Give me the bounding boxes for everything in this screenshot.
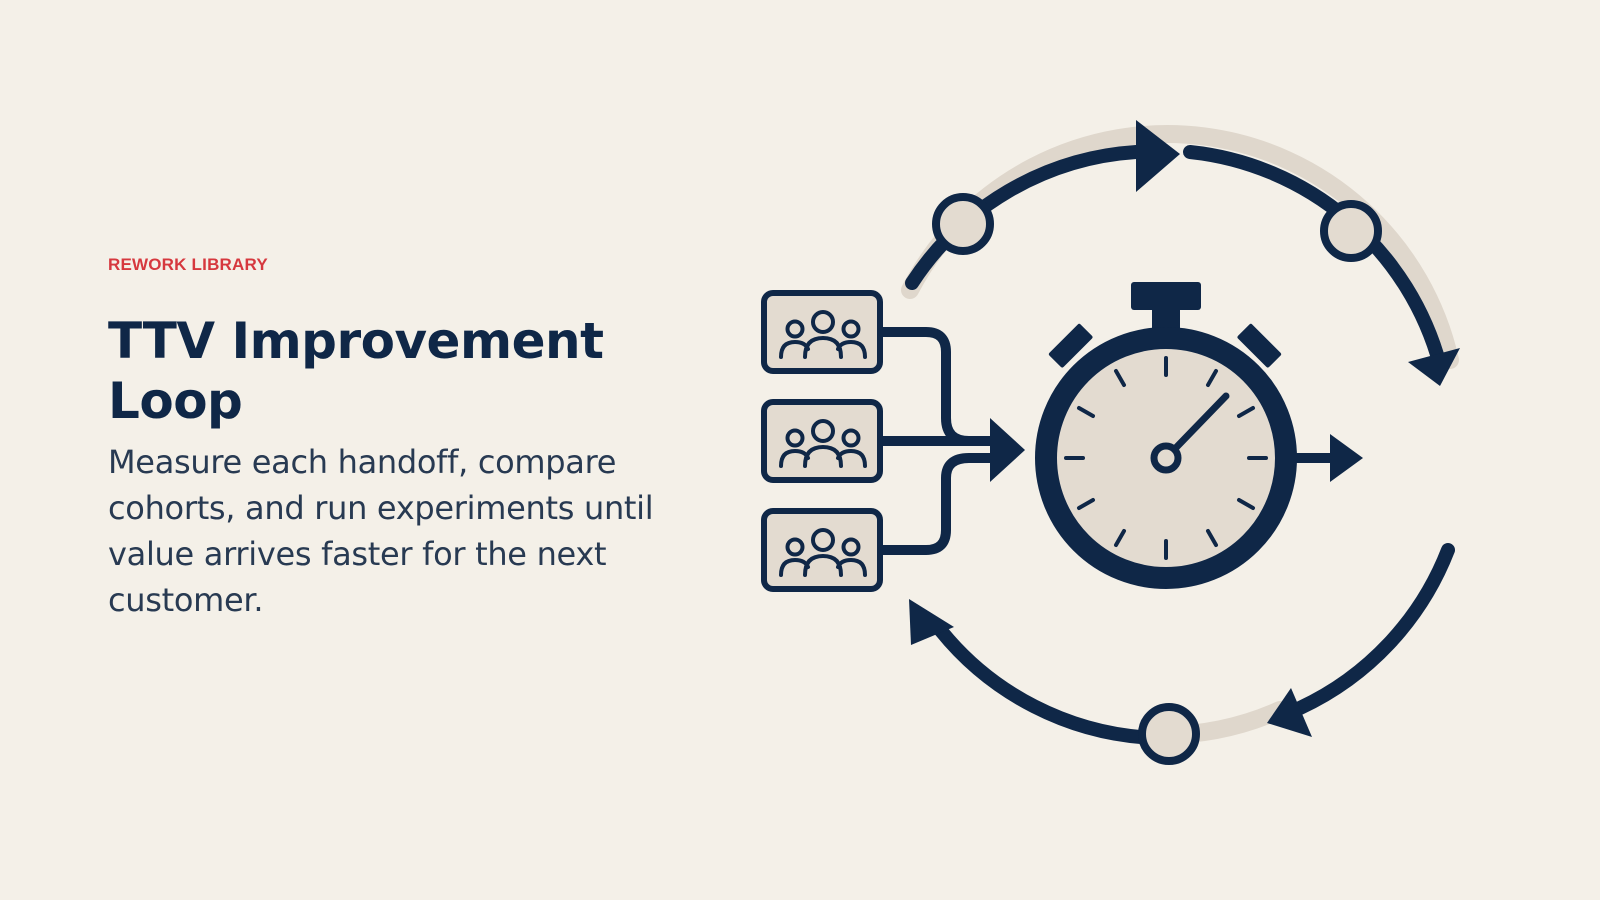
cohort-card — [761, 508, 883, 592]
diagram-canvas — [761, 120, 1460, 765]
merge-connectors — [878, 327, 1001, 555]
eyebrow-label: REWORK LIBRARY — [108, 255, 268, 274]
stopwatch-icon — [1035, 282, 1297, 589]
merge-arrowhead — [990, 418, 1025, 482]
text-panel: REWORK LIBRARY TTV Improvement Loop Meas… — [108, 255, 668, 623]
cycle-arrows-icon — [905, 120, 1460, 765]
ttv-loop-diagram — [760, 100, 1500, 790]
slide-title: TTV Improvement Loop — [108, 312, 604, 430]
cohort-card — [761, 290, 883, 374]
cohort-card — [761, 399, 883, 483]
slide-description: Measure each handoff, compare cohorts, a… — [108, 443, 654, 619]
output-arrow — [1295, 434, 1363, 482]
